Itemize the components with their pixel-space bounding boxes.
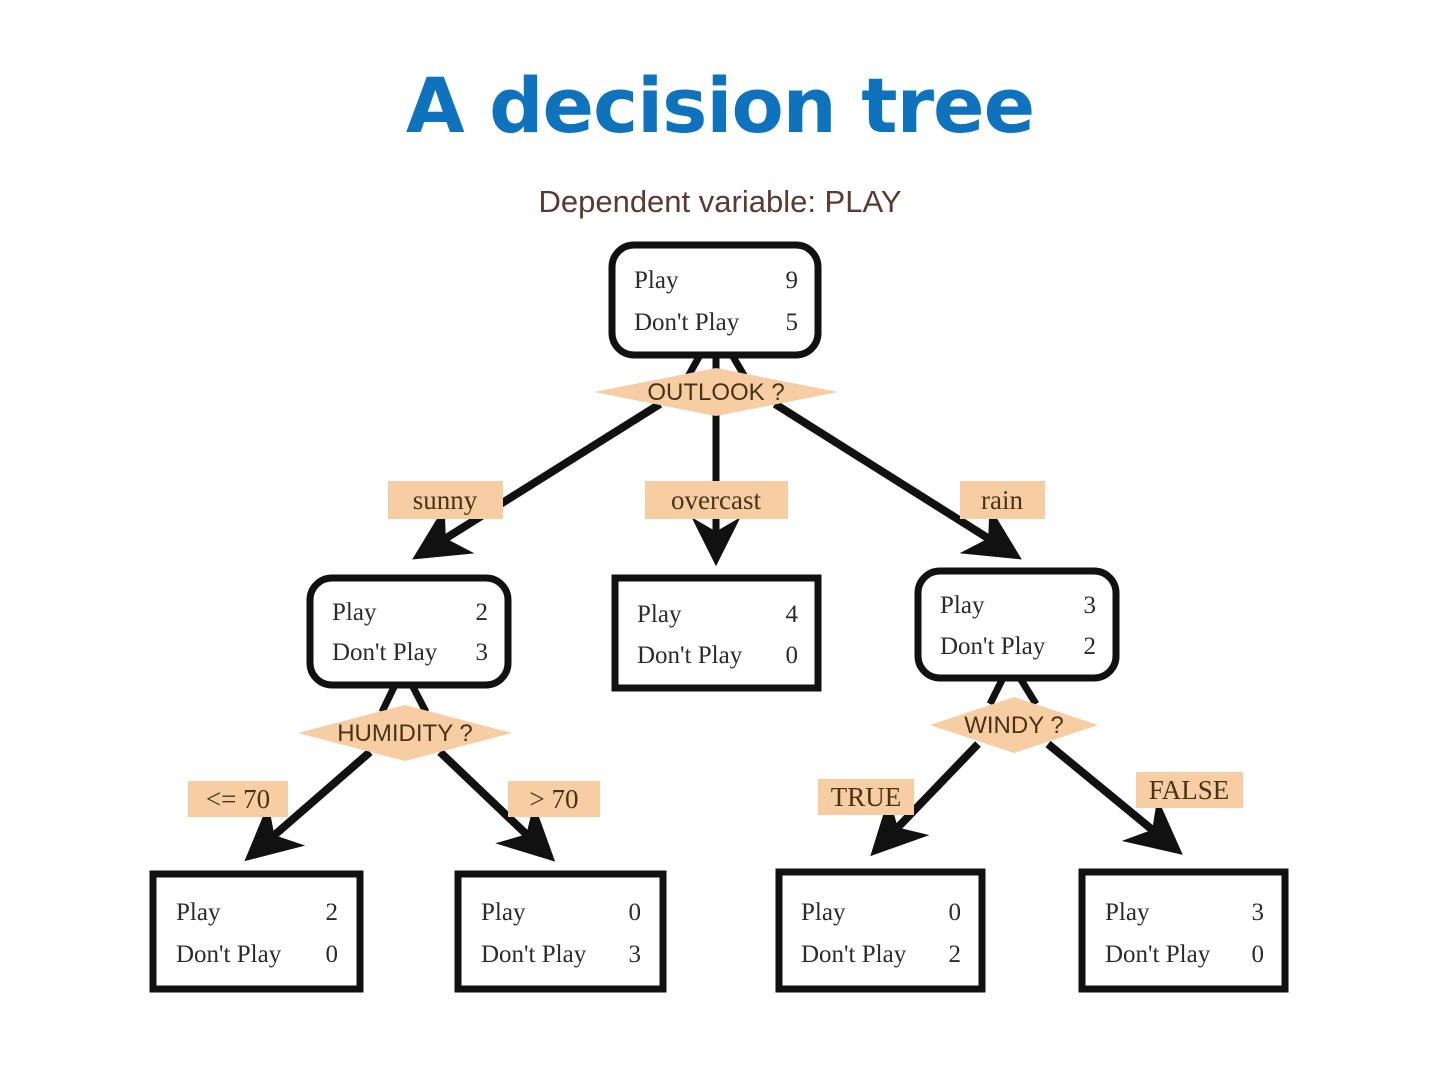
decision-humidity[interactable]: HUMIDITY ?	[298, 705, 512, 761]
node-rain-play-label: Play	[940, 592, 985, 619]
node-leaf-le70-play-label: Play	[176, 899, 221, 926]
node-root-dont-label: Don't Play	[634, 309, 740, 336]
edge-label-windy-true-text: TRUE	[831, 782, 902, 812]
node-leaf-gt70-play-value: 0	[629, 899, 642, 926]
edge-label-sunny-bg	[388, 481, 503, 519]
node-leaf-le70-dont-label: Don't Play	[176, 941, 282, 968]
edge-outlook-rain	[772, 400, 1022, 560]
node-rain-dont-value: 2	[1084, 633, 1097, 660]
edge-label-windy-false-text: FALSE	[1149, 775, 1230, 805]
node-root-play-label: Play	[634, 267, 679, 294]
edge-label-windy-false: FALSE	[1136, 772, 1243, 808]
decision-outlook-label: OUTLOOK ?	[647, 379, 784, 406]
node-rain-play-value: 3	[1084, 592, 1097, 619]
node-leaf-le70-play-value: 2	[326, 899, 339, 926]
node-leaf-windy-true-dont-label: Don't Play	[801, 941, 907, 968]
node-leaf-le70[interactable]: Play 2 Don't Play 0	[149, 870, 364, 993]
node-leaf-gt70-box	[454, 870, 667, 993]
edge-sunny-to-humidity-right	[408, 683, 430, 714]
edge-group	[244, 353, 1183, 862]
edge-label-rain: rain	[960, 481, 1045, 519]
edge-label-le70-bg	[188, 781, 288, 817]
edge-humidity-le70	[244, 748, 373, 862]
node-leaf-le70-box	[149, 870, 364, 993]
edge-outlook-sunny	[412, 400, 663, 560]
node-leaf-windy-true-box	[775, 868, 986, 993]
decision-outlook[interactable]: OUTLOOK ?	[594, 368, 838, 416]
page-subtitle: Dependent variable: PLAY	[538, 184, 902, 219]
edge-label-gt70-bg	[508, 781, 600, 817]
edge-rain-to-windy-left	[986, 676, 1007, 706]
edge-windy-false	[1045, 740, 1183, 855]
node-sunny-dont-label: Don't Play	[332, 639, 438, 666]
node-leaf-windy-false-play-label: Play	[1105, 899, 1150, 926]
decision-outlook-diamond	[594, 368, 838, 416]
node-root-play-value: 9	[786, 267, 799, 294]
edge-windy-true	[870, 741, 981, 857]
node-leaf-windy-false-dont-value: 0	[1252, 941, 1265, 968]
node-root-box	[608, 241, 822, 359]
decision-windy-label: WINDY ?	[964, 712, 1064, 739]
edge-label-gt70: > 70	[508, 781, 600, 817]
node-rain-box	[914, 567, 1120, 682]
node-rain-dont-label: Don't Play	[940, 633, 1046, 660]
node-leaf-gt70-dont-value: 3	[629, 941, 642, 968]
edge-rain-to-windy-right	[1017, 676, 1039, 706]
node-overcast-dont-label: Don't Play	[637, 642, 743, 669]
edge-label-le70-text: <= 70	[206, 784, 270, 814]
node-overcast[interactable]: Play 4 Don't Play 0	[611, 574, 822, 692]
node-leaf-windy-false[interactable]: Play 3 Don't Play 0	[1078, 868, 1289, 993]
node-overcast-play-value: 4	[786, 601, 799, 628]
edge-label-windy-false-bg	[1136, 772, 1243, 808]
edge-label-overcast: overcast	[645, 481, 788, 519]
edge-label-windy-true-bg	[818, 779, 914, 815]
edge-humidity-gt70	[437, 749, 556, 862]
node-leaf-windy-false-dont-label: Don't Play	[1105, 941, 1211, 968]
edge-label-rain-bg	[960, 481, 1045, 519]
edge-sunny-to-humidity-left	[378, 683, 399, 714]
decision-windy-diamond	[930, 697, 1098, 753]
edge-label-sunny: sunny	[388, 481, 503, 519]
node-leaf-windy-false-play-value: 3	[1252, 899, 1265, 926]
node-sunny-play-label: Play	[332, 599, 377, 626]
node-leaf-windy-true-play-value: 0	[949, 899, 962, 926]
node-leaf-gt70[interactable]: Play 0 Don't Play 3	[454, 870, 667, 993]
node-leaf-le70-dont-value: 0	[326, 941, 339, 968]
decision-humidity-diamond	[298, 705, 512, 761]
decision-windy[interactable]: WINDY ?	[930, 697, 1098, 753]
decision-humidity-label: HUMIDITY ?	[337, 720, 473, 747]
node-sunny-play-value: 2	[476, 599, 489, 626]
edge-label-le70: <= 70	[188, 781, 288, 817]
edge-label-overcast-text: overcast	[671, 485, 761, 515]
node-sunny-box	[306, 574, 512, 689]
node-sunny[interactable]: Play 2 Don't Play 3	[306, 574, 512, 689]
node-overcast-box	[611, 574, 822, 692]
node-leaf-windy-true[interactable]: Play 0 Don't Play 2	[775, 868, 986, 993]
page-title: A decision tree	[405, 61, 1035, 150]
node-overcast-dont-value: 0	[786, 642, 799, 669]
edge-label-windy-true: TRUE	[818, 779, 914, 815]
node-sunny-dont-value: 3	[476, 639, 489, 666]
node-leaf-windy-true-dont-value: 2	[949, 941, 962, 968]
node-root-dont-value: 5	[786, 309, 799, 336]
node-leaf-windy-false-box	[1078, 868, 1289, 993]
node-leaf-windy-true-play-label: Play	[801, 899, 846, 926]
edge-label-overcast-bg	[645, 481, 788, 519]
node-leaf-gt70-play-label: Play	[481, 899, 526, 926]
node-rain[interactable]: Play 3 Don't Play 2	[914, 567, 1120, 682]
edge-label-sunny-text: sunny	[413, 485, 478, 515]
node-root[interactable]: Play 9 Don't Play 5	[608, 241, 822, 359]
edge-label-gt70-text: > 70	[530, 784, 579, 814]
edge-label-rain-text: rain	[981, 485, 1023, 515]
node-leaf-gt70-dont-label: Don't Play	[481, 941, 587, 968]
node-overcast-play-label: Play	[637, 601, 682, 628]
